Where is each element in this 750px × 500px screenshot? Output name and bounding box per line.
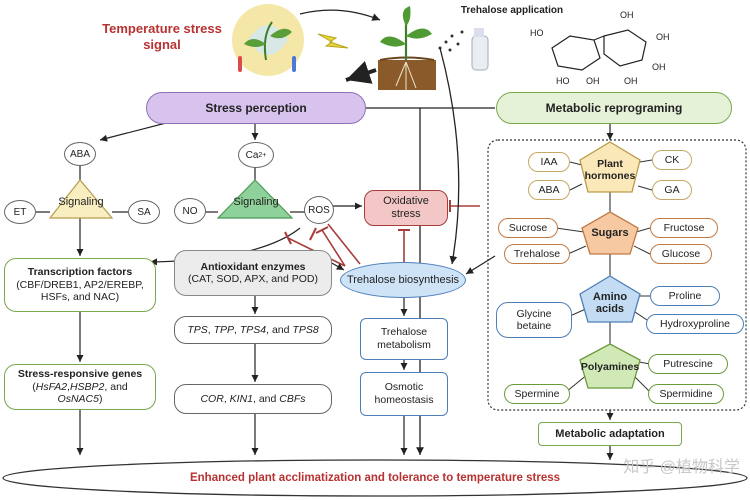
cor-genes-box: COR, KIN1, and CBFs bbox=[174, 384, 332, 414]
gene-tps8: TPS8 bbox=[292, 323, 319, 336]
signal-title: Temperature stress signal bbox=[102, 21, 222, 52]
signaling-triangle-center bbox=[216, 179, 294, 219]
oxidative-stress-node: Oxidative stress bbox=[364, 190, 448, 226]
transcription-factors-box: Transcription factors (CBF/DREB1, AP2/ER… bbox=[4, 258, 156, 312]
tps-genes-box: TPS, TPP, TPS4, and TPS8 bbox=[174, 316, 332, 344]
svg-text:OH: OH bbox=[656, 32, 670, 42]
tf-title: Transcription factors bbox=[27, 266, 133, 279]
ck-node: CK bbox=[652, 150, 692, 170]
antioxidant-enzymes-box: Antioxidant enzymes (CAT, SOD, APX, and … bbox=[174, 250, 332, 296]
gene-cbfs: CBFs bbox=[279, 392, 306, 405]
trehalose-structure-icon: HO HO OH OH OH OH OH bbox=[530, 10, 670, 86]
genes-sep-1: , bbox=[67, 380, 70, 393]
calcium-charge: 2+ bbox=[258, 151, 267, 159]
ros-node: ROS bbox=[304, 196, 334, 224]
genes-list-end: OsNAC5) bbox=[58, 393, 103, 406]
polyamines-title: Polyamines bbox=[580, 360, 640, 373]
hormones-pentagon bbox=[579, 141, 641, 193]
amino-acids-title: Amino acids bbox=[592, 291, 628, 315]
stress-perception-node: Stress perception bbox=[146, 92, 366, 124]
hormones-title: Plant hormones bbox=[584, 158, 636, 182]
gene-kin1: KIN1 bbox=[229, 392, 253, 405]
svg-text:HO: HO bbox=[530, 28, 544, 38]
tps-and: , and bbox=[266, 323, 290, 336]
sugars-title: Sugars bbox=[591, 226, 629, 239]
gene-hsfa2: HsFA2 bbox=[35, 380, 68, 393]
osmotic-homeostasis-box: Osmotic homeostasis bbox=[360, 372, 448, 416]
sucrose-node: Sucrose bbox=[498, 218, 558, 238]
fructose-node: Fructose bbox=[650, 218, 718, 238]
svg-text:OH: OH bbox=[652, 62, 666, 72]
ga-node: GA bbox=[652, 180, 692, 200]
genes-list: (HsFA2,HSBP2, and bbox=[32, 380, 128, 393]
trehalose-metabolism-box: Trehalose metabolism bbox=[360, 318, 448, 360]
sugars-pentagon bbox=[581, 211, 639, 255]
tf-body: (CBF/DREB1, AP2/EREBP, HSFs, and NAC) bbox=[16, 278, 144, 304]
svg-text:HO: HO bbox=[556, 76, 570, 86]
cor-and: , and bbox=[253, 392, 277, 405]
gene-hsbp2: HSBP2 bbox=[69, 380, 105, 393]
cor-genes-text: COR, KIN1, and CBFs bbox=[200, 392, 306, 405]
gene-osnac5: OsNAC5 bbox=[57, 393, 99, 406]
glycine-betaine-node: Glycine betaine bbox=[496, 302, 572, 338]
iaa-node: IAA bbox=[528, 152, 570, 172]
trehalose-biosynthesis-node: Trehalose biosynthesis bbox=[340, 262, 466, 298]
putrescine-node: Putrescine bbox=[648, 354, 728, 374]
sa-node: SA bbox=[128, 200, 160, 224]
outcome-ellipse bbox=[2, 459, 748, 497]
plant-icon bbox=[378, 6, 436, 90]
spray-bottle-icon bbox=[438, 28, 489, 71]
spermidine-node: Spermidine bbox=[648, 384, 724, 404]
svg-text:OH: OH bbox=[620, 10, 634, 20]
tps-genes-text: TPS, TPP, TPS4, and TPS8 bbox=[187, 323, 319, 336]
signaling-triangle-left bbox=[48, 179, 114, 219]
final-outcome-text: Enhanced plant acclimatization and toler… bbox=[189, 471, 561, 484]
amino-acids-pentagon bbox=[579, 275, 641, 323]
svg-text:OH: OH bbox=[586, 76, 600, 86]
aba-hormone-node: ABA bbox=[528, 180, 570, 200]
polyamines-pentagon bbox=[579, 343, 641, 389]
et-node: ET bbox=[4, 200, 36, 224]
trehalose-sugar-node: Trehalose bbox=[504, 244, 570, 264]
metabolic-reprogramming-node: Metabolic reprograming bbox=[496, 92, 732, 124]
stress-signal-illustration bbox=[232, 4, 304, 76]
signaling-center-label: Signaling bbox=[233, 195, 279, 208]
signaling-left-label: Signaling bbox=[58, 195, 104, 208]
gene-tps: TPS bbox=[187, 323, 208, 336]
trehalose-application-label: Trehalose application bbox=[460, 4, 564, 16]
gene-cor: COR bbox=[200, 392, 224, 405]
gene-tps4: TPS4 bbox=[239, 323, 267, 336]
watermark: 知乎 @植物科学 bbox=[623, 458, 740, 476]
proline-node: Proline bbox=[650, 286, 720, 306]
antiox-title: Antioxidant enzymes bbox=[200, 260, 306, 273]
calcium-label: Ca bbox=[245, 149, 259, 161]
spermine-node: Spermine bbox=[504, 384, 570, 404]
gene-tpp: TPP bbox=[213, 323, 235, 336]
genes-sep-2: , and bbox=[104, 380, 128, 393]
antiox-body: (CAT, SOD, APX, and POD) bbox=[188, 273, 318, 285]
genes-title: Stress-responsive genes bbox=[17, 368, 143, 381]
lightning-icon bbox=[317, 33, 349, 49]
aba-node: ABA bbox=[64, 142, 96, 166]
metabolic-adaptation-box: Metabolic adaptation bbox=[538, 422, 682, 446]
svg-text:OH: OH bbox=[624, 76, 638, 86]
glucose-node: Glucose bbox=[650, 244, 712, 264]
genes-end: ) bbox=[98, 393, 103, 406]
hydroxyproline-node: Hydroxyproline bbox=[646, 314, 744, 334]
no-node: NO bbox=[174, 198, 206, 224]
stress-responsive-genes-box: Stress-responsive genes (HsFA2,HSBP2, an… bbox=[4, 364, 156, 410]
